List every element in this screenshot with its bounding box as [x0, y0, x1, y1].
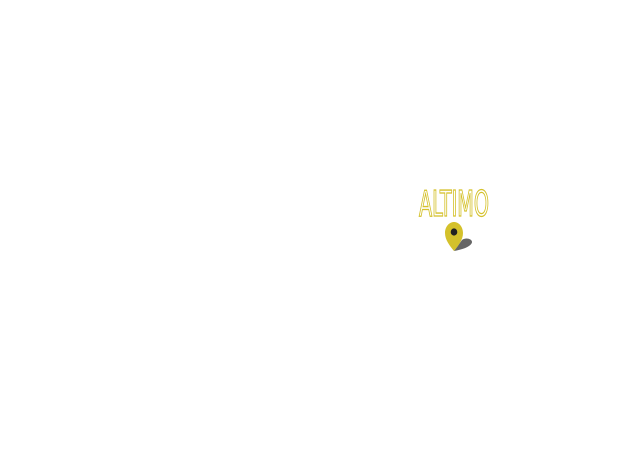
brand-wordmark: ALTIMO: [417, 181, 491, 219]
map-pin-icon: [442, 220, 476, 254]
pin-shadow: [454, 238, 472, 251]
app-logo: ALTIMO: [417, 181, 491, 255]
pin-body: [445, 222, 463, 251]
pin-dot: [450, 228, 458, 236]
brand-name: ALTIMO: [419, 184, 489, 219]
